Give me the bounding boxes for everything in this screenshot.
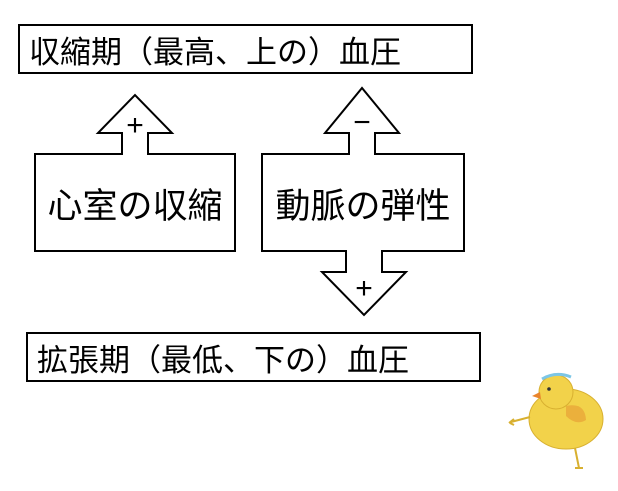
chick-illustration	[508, 372, 604, 469]
chick-eye-icon	[547, 387, 551, 391]
diastolic-pressure-box: 拡張期（最低、下の）血圧	[26, 332, 481, 382]
arterial-elasticity-box: 動脈の弾性	[262, 156, 464, 251]
arterial-elasticity-label: 動脈の弾性	[275, 187, 451, 227]
plus-sign-icon: +	[126, 109, 144, 142]
chick-beak-icon	[532, 392, 541, 399]
chick-head	[538, 374, 574, 410]
contraction-up-arrow-shape	[34, 93, 236, 252]
chick-head-ribbon-icon	[541, 372, 572, 381]
minus-sign-up: −	[353, 106, 371, 139]
chick-wing	[566, 405, 586, 423]
heart-contraction-box: 心室の収縮	[35, 156, 235, 251]
minus-sign-icon: −	[353, 106, 371, 139]
heart-contraction-label: 心室の収縮	[47, 187, 223, 227]
systolic-pressure-label: 収縮期（最高、上の）血圧	[29, 34, 401, 71]
chick-leg-icon	[574, 447, 583, 469]
plus-sign-down-icon: +	[355, 272, 373, 305]
chick-arm-icon	[508, 416, 531, 426]
diastolic-pressure-label: 拡張期（最低、下の）血圧	[37, 342, 409, 379]
plus-sign-down: +	[355, 272, 373, 305]
systolic-pressure-box: 収縮期（最高、上の）血圧	[18, 24, 473, 74]
elasticity-double-arrow-shape	[261, 86, 465, 317]
plus-sign-up: +	[126, 109, 144, 142]
